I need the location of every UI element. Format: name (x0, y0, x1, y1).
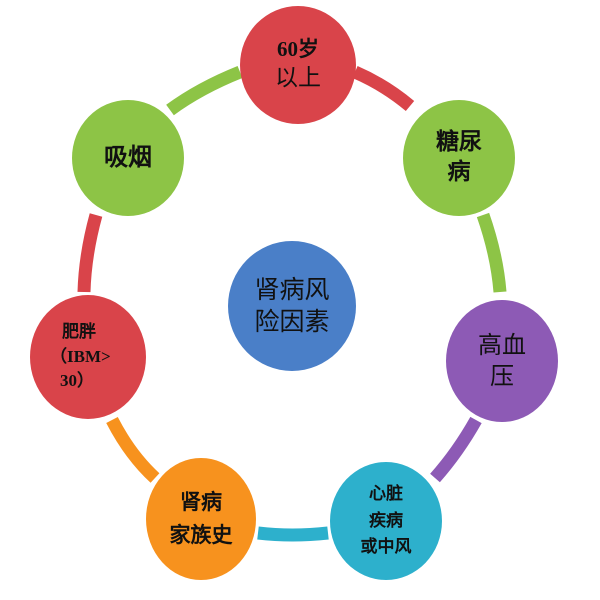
connector-obesity-smoking (77, 213, 103, 293)
node-family-line-2: 家族史 (169, 523, 233, 547)
node-kidney-family-history: 肾病 家族史 (146, 458, 256, 580)
node-hypertension: 高血 压 (446, 300, 558, 422)
node-age-line-1: 60岁 (277, 37, 319, 62)
connector-diabetes-hypertension (476, 212, 507, 293)
connector-heart-family (257, 526, 329, 542)
node-heart-line-2: 疾病 (369, 510, 403, 531)
node-hypertension-line-1: 高血 (478, 330, 526, 359)
node-diabetes-line-2: 病 (447, 159, 471, 185)
node-heart-line-1: 心脏 (369, 484, 403, 505)
center-line-2: 险因素 (254, 307, 330, 336)
node-obesity: 肥胖 （IBM> 30） (30, 295, 146, 419)
center-line-1: 肾病风 (254, 274, 330, 304)
node-obesity-line-1: 肥胖 (62, 322, 96, 343)
node-obesity-line-3: 30） (60, 371, 94, 391)
node-diabetes: 糖尿 病 (403, 100, 515, 216)
node-smoking-line-1: 吸烟 (104, 143, 152, 172)
node-diabetes-line-1: 糖尿 (436, 129, 482, 156)
node-smoking: 吸烟 (72, 100, 184, 216)
node-age-line-2: 以上 (275, 64, 321, 91)
node-hypertension-line-2: 压 (490, 362, 514, 390)
connector-hypertension-heart (430, 416, 482, 483)
node-heart-line-3: 或中风 (360, 537, 412, 558)
connector-family-obesity (106, 417, 160, 483)
node-obesity-line-2: （IBM> (50, 346, 111, 366)
center-node-kidney-risk-factors: 肾病风 险因素 (228, 241, 356, 371)
connector-age-diabetes (352, 66, 415, 112)
connector-smoking-age (166, 65, 243, 116)
node-age-60-plus: 60岁 以上 (240, 6, 356, 124)
node-family-line-1: 肾病 (180, 490, 222, 515)
node-heart-disease-stroke: 心脏 疾病 或中风 (330, 462, 442, 580)
